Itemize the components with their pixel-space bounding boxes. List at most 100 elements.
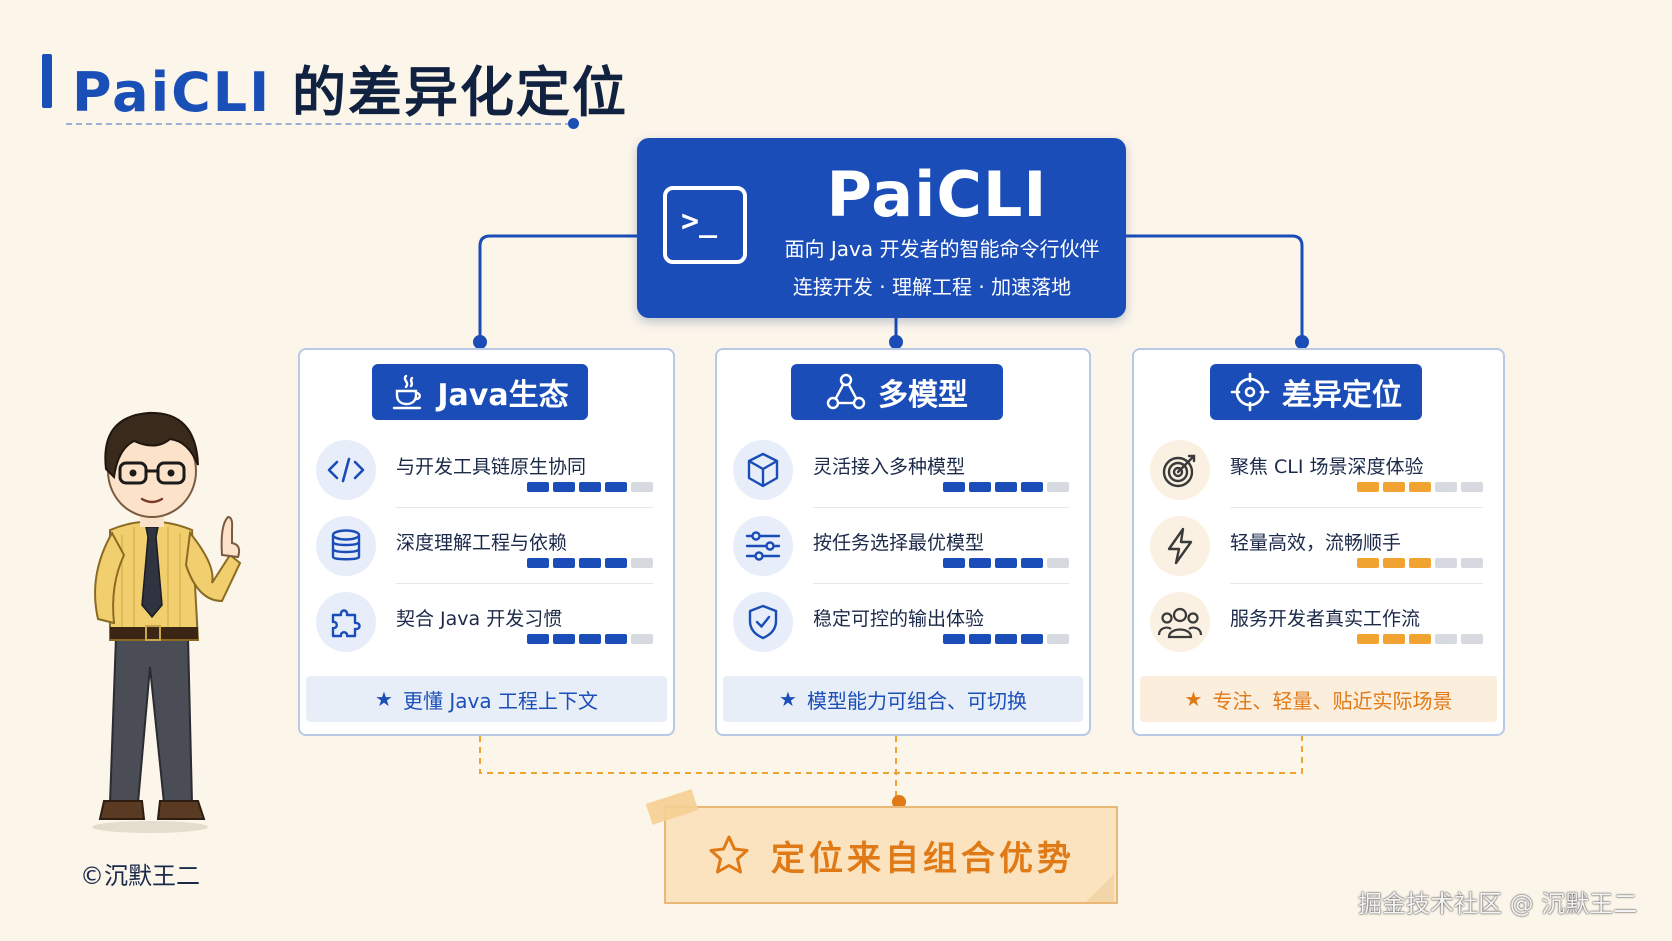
rating-segment: [1021, 634, 1043, 644]
rating-segment: [969, 558, 991, 568]
connector-dot-left: [473, 335, 487, 349]
rating-segment: [1409, 482, 1431, 492]
star-icon: ★: [375, 687, 393, 711]
row-label: 契合 Java 开发习惯: [396, 608, 563, 630]
crosshair-icon: [1230, 372, 1270, 412]
row-label: 服务开发者真实工作流: [1230, 608, 1421, 630]
rating-bars: [943, 634, 1069, 644]
card-multi-model: 多模型 灵活接入多种模型 按任务选择最优模型 稳定可控的输出体验 ★ 模型能力可…: [715, 348, 1091, 736]
rating-bars: [1357, 558, 1483, 568]
rating-segment: [605, 558, 627, 568]
rating-bars: [1357, 482, 1483, 492]
rating-bars: [943, 482, 1069, 492]
rating-segment: [969, 634, 991, 644]
callout-dot: [892, 795, 906, 809]
center-tags: 连接开发 · 理解工程 · 加速落地: [792, 275, 1072, 299]
rating-segment: [1461, 634, 1483, 644]
rating-segment: [1357, 634, 1379, 644]
shield-check-icon: [733, 592, 793, 652]
rating-segment: [527, 482, 549, 492]
rating-segment: [1021, 558, 1043, 568]
rating-segment: [995, 558, 1017, 568]
rating-bars: [527, 482, 653, 492]
rating-segment: [1357, 558, 1379, 568]
rating-segment: [1047, 482, 1069, 492]
paicli-central-box: >_ PaiCLI 面向 Java 开发者的智能命令行伙伴 连接开发 · 理解工…: [637, 138, 1126, 318]
rating-segment: [579, 558, 601, 568]
rating-segment: [553, 634, 575, 644]
row-label: 稳定可控的输出体验: [813, 608, 985, 630]
lightning-icon: [1150, 516, 1210, 576]
row-label: 按任务选择最优模型: [813, 532, 985, 554]
star-icon: ★: [1184, 687, 1203, 711]
card-differentiation: 差异定位 聚焦 CLI 场景深度体验 轻量高效，流畅顺手 服务开发者真实工作流 …: [1132, 348, 1505, 736]
list-item: 服务开发者真实工作流: [1150, 586, 1487, 660]
rating-segment: [631, 558, 653, 568]
rating-segment: [1383, 558, 1405, 568]
title-accent-bar: [42, 54, 52, 108]
sliders-icon: [733, 516, 793, 576]
rating-segment: [605, 482, 627, 492]
card-footer: ★ 专注、轻量、贴近实际场景: [1140, 676, 1497, 722]
rating-segment: [631, 634, 653, 644]
rating-segment: [943, 558, 965, 568]
rating-segment: [995, 482, 1017, 492]
card-header: 多模型: [791, 364, 1003, 420]
rating-segment: [995, 634, 1017, 644]
rating-segment: [1461, 558, 1483, 568]
rating-segment: [969, 482, 991, 492]
target-icon: [1150, 440, 1210, 500]
title-brand: PaiCLI: [72, 61, 272, 124]
connector-dot-middle: [889, 335, 903, 349]
row-label: 与开发工具链原生协同: [396, 456, 587, 478]
connector-left: [478, 234, 637, 342]
callout-note: 定位来自组合优势: [664, 806, 1118, 904]
cube-icon: [733, 440, 793, 500]
card-footer: ★ 更懂 Java 工程上下文: [306, 676, 667, 722]
puzzle-icon: [316, 592, 376, 652]
rating-segment: [1357, 482, 1379, 492]
bottom-dashed-connector: [479, 736, 1303, 774]
connector-right: [1126, 234, 1304, 342]
code-icon: [316, 440, 376, 500]
rating-segment: [527, 558, 549, 568]
rating-segment: [1435, 482, 1457, 492]
title-rest: 的差异化定位: [271, 61, 629, 124]
center-subtitle: 面向 Java 开发者的智能命令行伙伴: [784, 237, 1100, 261]
rating-segment: [1383, 634, 1405, 644]
network-icon: [826, 373, 866, 410]
title-underline-dot: [568, 118, 579, 129]
row-label: 深度理解工程与依赖: [396, 532, 568, 554]
card-header: Java生态: [372, 364, 588, 420]
cartoon-developer-illustration: [92, 411, 242, 833]
star-icon: ★: [779, 687, 797, 711]
rating-segment: [579, 634, 601, 644]
java-cup-icon: [393, 374, 422, 410]
rating-segment: [1047, 558, 1069, 568]
list-item: 与开发工具链原生协同: [316, 434, 657, 508]
list-item: 按任务选择最优模型: [733, 510, 1073, 584]
rating-segment: [1409, 558, 1431, 568]
rating-segment: [1047, 634, 1069, 644]
users-icon: [1150, 592, 1210, 652]
rating-segment: [553, 558, 575, 568]
card-footer: ★ 模型能力可组合、可切换: [723, 676, 1083, 722]
rating-segment: [943, 482, 965, 492]
rating-segment: [631, 482, 653, 492]
connector-dot-right: [1295, 335, 1309, 349]
card-header: 差异定位: [1210, 364, 1422, 420]
card-java-ecosystem: Java生态 与开发工具链原生协同 深度理解工程与依赖 契合 Java 开发习惯…: [298, 348, 675, 736]
list-item: 契合 Java 开发习惯: [316, 586, 657, 660]
center-title: PaiCLI: [826, 158, 1048, 231]
rating-bars: [527, 634, 653, 644]
list-item: 深度理解工程与依赖: [316, 510, 657, 584]
rating-bars: [1357, 634, 1483, 644]
row-label: 灵活接入多种模型: [813, 456, 966, 478]
list-item: 稳定可控的输出体验: [733, 586, 1073, 660]
star-outline-icon: [709, 835, 749, 874]
rating-bars: [943, 558, 1069, 568]
list-item: 灵活接入多种模型: [733, 434, 1073, 508]
row-label: 轻量高效，流畅顺手: [1230, 532, 1402, 554]
rating-segment: [553, 482, 575, 492]
